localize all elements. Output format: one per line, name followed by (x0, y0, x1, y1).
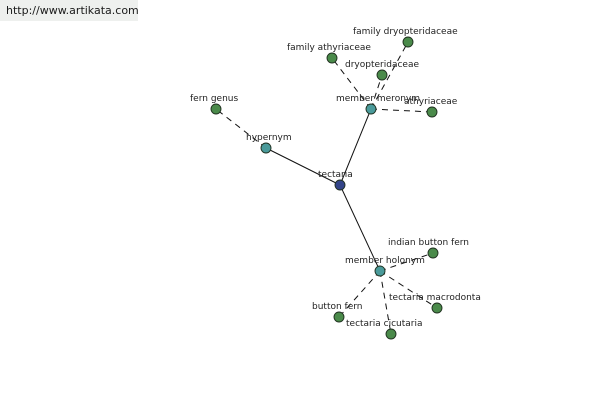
edge-center-hypernym (265, 147, 341, 186)
label-indian-button-fern: indian button fern (388, 238, 469, 248)
node-button-fern[interactable] (333, 311, 345, 323)
node-center[interactable] (334, 179, 346, 191)
node-fern-genus[interactable] (210, 103, 222, 115)
label-center: tectaria (318, 170, 353, 180)
node-member-meronym[interactable] (365, 103, 377, 115)
node-tectaria-cicutaria[interactable] (385, 328, 397, 340)
graph-labels: tectaria hypernym member meronym member … (190, 27, 481, 329)
label-tectaria-cicutaria: tectaria cicutaria (346, 319, 423, 329)
label-button-fern: button fern (312, 302, 363, 312)
edge-center-member-meronym (339, 108, 372, 186)
label-family-athyriaceae: family athyriaceae (287, 43, 371, 53)
node-member-holonym[interactable] (374, 265, 386, 277)
node-indian-button-fern[interactable] (427, 247, 439, 259)
graph-nodes (210, 36, 443, 340)
node-family-athyriaceae[interactable] (326, 52, 338, 64)
label-athyriaceae: athyriaceae (404, 97, 458, 107)
node-dryopteridaceae[interactable] (376, 69, 388, 81)
edge-meronym-family-dryopteridaceae (370, 41, 409, 110)
label-member-holonym: member holonym (345, 256, 425, 266)
label-fern-genus: fern genus (190, 94, 238, 104)
node-family-dryopteridaceae[interactable] (402, 36, 414, 48)
edge-meronym-athyriaceae (370, 108, 433, 113)
label-family-dryopteridaceae: family dryopteridaceae (353, 27, 458, 37)
label-hypernym: hypernym (246, 133, 292, 143)
watermark-url: http://www.artikata.com (0, 0, 139, 21)
label-tectaria-macrodonta: tectaria macrodonta (389, 293, 481, 303)
edge-center-member-holonym (339, 184, 381, 272)
node-tectaria-macrodonta[interactable] (431, 302, 443, 314)
edge-holonym-tectaria-macrodonta (379, 270, 438, 309)
node-athyriaceae[interactable] (426, 106, 438, 118)
graph-edges (215, 41, 438, 335)
edge-holonym-indian-button-fern (379, 252, 434, 272)
edge-meronym-dryopteridaceae (370, 74, 383, 110)
node-hypernym[interactable] (260, 142, 272, 154)
label-member-meronym: member meronym (336, 94, 420, 104)
label-dryopteridaceae: dryopteridaceae (345, 60, 419, 70)
